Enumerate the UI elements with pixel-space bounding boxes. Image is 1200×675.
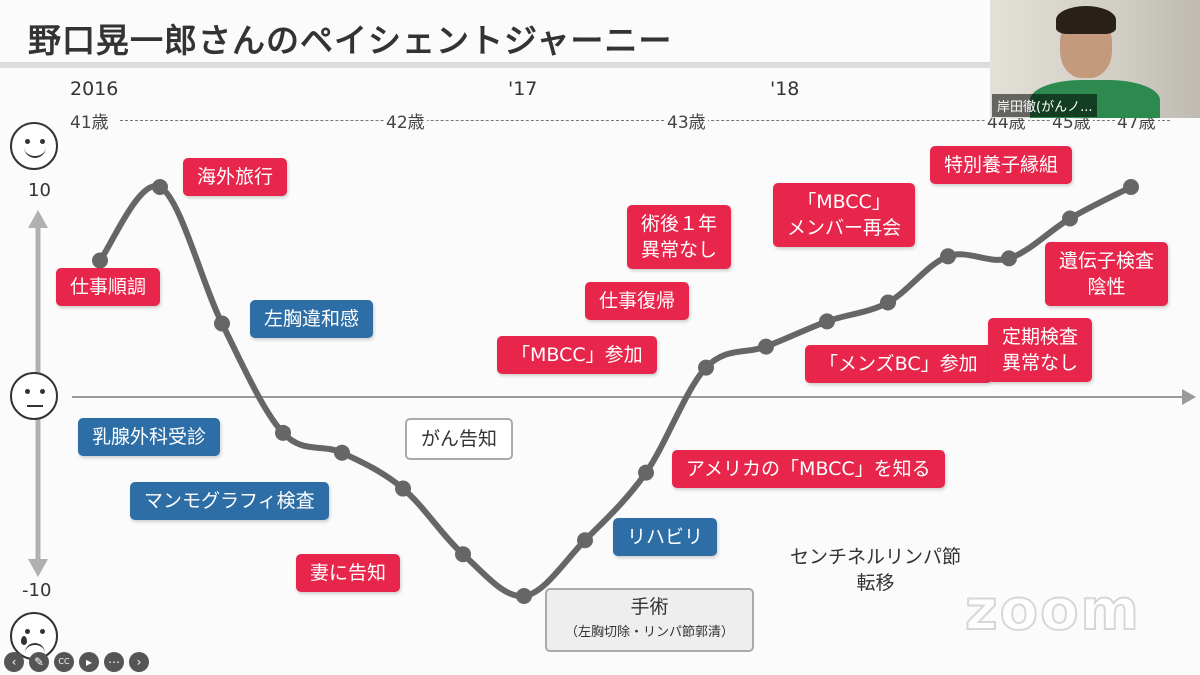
event-breast-surgery-visit: 乳腺外科受診 (78, 418, 221, 456)
mbcc-reunion-line-2: メンバー再会 (787, 217, 902, 239)
scale-top-label: 10 (28, 180, 51, 201)
event-left-chest-discomfort: 左胸違和感 (250, 300, 374, 338)
journey-point-7 (455, 546, 471, 563)
more-icon[interactable]: ⋯ (104, 652, 124, 672)
year-2017: '17 (508, 78, 538, 100)
journey-point-2 (152, 179, 168, 195)
time-axis-arrow (1182, 389, 1196, 405)
journey-point-9 (577, 532, 593, 549)
post-op-line-1: 術後１年 (641, 213, 718, 235)
year-2016: 2016 (70, 78, 119, 100)
journey-point-16 (1001, 250, 1017, 267)
surgery-detail: （左胸切除・リンパ節郭清） (565, 625, 735, 640)
age-41: 41歳 (68, 108, 111, 133)
age-43: 43歳 (665, 108, 708, 133)
event-mammography: マンモグラフィ検査 (130, 482, 329, 520)
journey-point-3 (214, 315, 230, 332)
journey-point-17 (1062, 210, 1078, 227)
checkup-line-2: 異常なし (1002, 352, 1079, 374)
neutral-face-icon (10, 372, 58, 420)
event-mbcc-reunion: 「MBCC」 メンバー再会 (773, 183, 916, 247)
post-op-line-2: 異常なし (641, 239, 718, 261)
gene-line-2: 陰性 (1087, 276, 1126, 298)
journey-point-6 (395, 480, 411, 497)
journey-point-8 (516, 588, 532, 604)
age-timeline (120, 120, 1170, 121)
year-2018: '18 (770, 78, 800, 100)
event-tell-wife: 妻に告知 (296, 554, 401, 592)
sentinel-line-1: センチネルリンパ節 (790, 546, 962, 568)
gene-line-1: 遺伝子検査 (1059, 250, 1155, 272)
event-overseas-trip: 海外旅行 (183, 158, 288, 196)
event-gene-test: 遺伝子検査 陰性 (1045, 242, 1169, 306)
event-surgery: 手術 （左胸切除・リンパ節郭清） (545, 588, 755, 652)
event-cancer-notice: がん告知 (405, 418, 514, 460)
presentation-controls: ‹ ✎ CC ▸ ⋯ › (4, 652, 149, 672)
happy-face-icon (10, 122, 58, 170)
pen-icon[interactable]: ✎ (29, 652, 49, 672)
journey-point-4 (275, 424, 291, 441)
event-work-good: 仕事順調 (56, 268, 161, 306)
journey-point-15 (940, 248, 956, 265)
age-42: 42歳 (384, 108, 427, 133)
camera-icon[interactable]: ▸ (79, 652, 99, 672)
journey-point-1 (92, 252, 108, 269)
scale-bottom-label: -10 (22, 580, 52, 601)
participant-name: 岸田徹(がんノ... (992, 94, 1098, 117)
journey-point-11 (698, 359, 714, 376)
arrow-left-icon[interactable]: ‹ (4, 652, 24, 672)
journey-point-12 (758, 338, 774, 355)
checkup-line-1: 定期検査 (1002, 326, 1079, 348)
mbcc-reunion-line-1: 「MBCC」 (797, 191, 891, 213)
journey-point-18 (1123, 179, 1139, 195)
journey-point-10 (638, 464, 654, 481)
event-regular-checkup: 定期検査 異常なし (988, 318, 1093, 382)
title-divider (0, 62, 1200, 68)
participant-hair (1056, 6, 1116, 34)
arrow-right-icon[interactable]: › (129, 652, 149, 672)
journey-point-5 (334, 444, 350, 461)
axis-arrow-up (28, 210, 48, 228)
journey-points-layer (92, 179, 1139, 604)
event-rehab: リハビリ (613, 518, 718, 556)
journey-point-14 (880, 294, 896, 311)
event-learn-mbcc: アメリカの「MBCC」を知る (672, 450, 945, 488)
axis-arrow-down (28, 559, 48, 577)
surgery-title: 手術 (630, 596, 669, 618)
chart-axes (28, 210, 1196, 577)
participant-video-tile[interactable]: 岸田徹(がんノ... (990, 0, 1200, 118)
journey-point-13 (819, 313, 835, 330)
event-adoption: 特別養子縁組 (930, 146, 1073, 184)
event-join-mbcc: 「MBCC」参加 (497, 336, 657, 374)
event-mens-bc: 「メンズBC」参加 (805, 345, 992, 383)
event-return-work: 仕事復帰 (585, 282, 690, 320)
sentinel-line-2: 転移 (856, 572, 895, 594)
cc-icon[interactable]: CC (54, 652, 74, 672)
event-post-op-year: 術後１年 異常なし (627, 205, 732, 269)
event-sentinel-metastasis: センチネルリンパ節 転移 (790, 544, 961, 596)
zoom-watermark: zoom (964, 577, 1141, 644)
slide-title: 野口晃一郎さんのペイシェントジャーニー (28, 21, 673, 60)
